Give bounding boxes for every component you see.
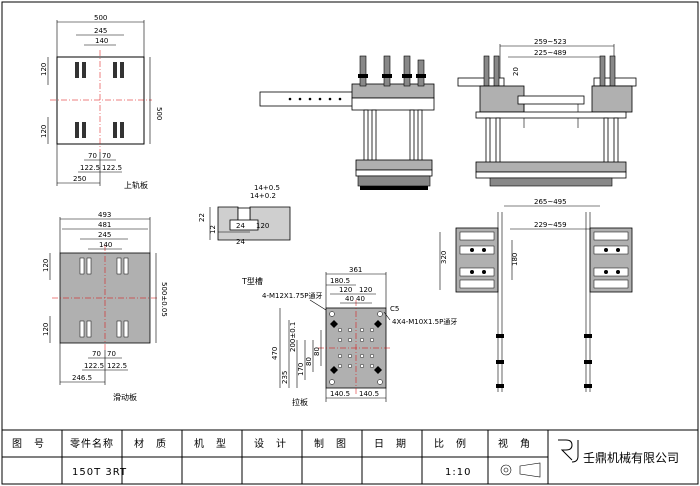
pull-plate-label: 拉板: [292, 397, 308, 407]
dim-side-259: 259~523: [534, 38, 567, 46]
dim-t-12: 12: [209, 225, 217, 234]
dim-slide-1225a: 122.5: [84, 362, 104, 370]
dim-slide-2465: 246.5: [72, 374, 92, 382]
dim-pull-1805: 180.5: [330, 277, 350, 285]
dim-pull-200: 200±0.1: [289, 322, 297, 352]
dim-pull-80a: 80: [305, 357, 313, 366]
dim-slide-70b: 70: [107, 350, 116, 358]
tb-header-material: 材 质: [134, 437, 167, 450]
dim-pull-40a: 40: [345, 295, 354, 303]
top-plate-label: 上轨板: [124, 180, 148, 190]
tb-header-date: 日 期: [374, 438, 407, 450]
dim-pull-470: 470: [271, 347, 279, 360]
dim-pull-1405a: 140.5: [330, 390, 350, 398]
side-assembly-view: [457, 44, 637, 187]
tb-header-drafting: 制 图: [314, 437, 347, 450]
slide-plate-label: 滑动板: [113, 392, 137, 402]
dim-slide-140: 140: [99, 241, 112, 249]
front-assembly-view: [259, 55, 435, 190]
top-plate-view: [47, 20, 152, 186]
dim-pull-1405b: 140.5: [359, 390, 379, 398]
dim-side-225: 225~489: [534, 49, 567, 57]
dim-bottom-265: 265~495: [534, 198, 567, 206]
tb-header-model: 机 型: [194, 437, 227, 450]
dim-slide-1225b: 122.5: [107, 362, 127, 370]
dim-top-500: 500: [94, 14, 107, 22]
dim-top-500-v: 500: [155, 107, 163, 120]
dim-top-70b: 70: [102, 152, 111, 160]
dim-t-24b: 24: [236, 238, 245, 246]
dim-slide-120a: 120: [42, 259, 50, 272]
t-slot-label: T型槽: [241, 276, 263, 286]
dim-t-14p: 14+0.5: [254, 184, 280, 192]
tb-header-drawing-no: 图 号: [12, 438, 45, 450]
dim-top-120a: 120: [40, 63, 48, 76]
dim-pull-235: 235: [281, 371, 289, 384]
title-block: [2, 429, 698, 484]
company-name: 壬鼎机械有限公司: [583, 450, 679, 465]
dim-pull-361: 361: [349, 266, 362, 274]
t-slot-view: [209, 206, 291, 241]
dim-bottom-229: 229~459: [534, 221, 567, 229]
company-logo-icon: [558, 439, 573, 461]
dim-side-20: 20: [512, 67, 520, 76]
dim-top-1225b: 122.5: [102, 164, 122, 172]
note-pull-m10: 4X4-M10X1.5P通牙: [392, 317, 457, 326]
dim-bottom-180: 180: [511, 253, 519, 266]
dim-t-24a: 24: [236, 222, 245, 230]
dim-slide-120b: 120: [42, 323, 50, 336]
dim-bottom-320: 320: [440, 251, 448, 264]
tb-scale-value: 1:10: [445, 467, 471, 478]
tb-header-part-name: 零件名称: [70, 437, 114, 450]
dim-t-22: 22: [198, 213, 206, 222]
dim-top-245: 245: [94, 27, 107, 35]
dim-slide-481: 481: [98, 221, 111, 229]
dim-pull-170: 170: [297, 363, 305, 376]
dim-pull-40b: 40: [356, 295, 365, 303]
dim-t-14: 14+0.2: [250, 192, 276, 200]
bottom-assembly-view: [439, 205, 633, 392]
dim-top-70a: 70: [88, 152, 97, 160]
tb-part-name-value: 150T 3RT: [72, 467, 127, 478]
note-pull-c5: C5: [390, 305, 399, 313]
dim-top-140: 140: [95, 37, 108, 45]
slide-plate-view: [49, 217, 158, 385]
tb-header-design: 设 计: [254, 437, 287, 450]
dim-top-250: 250: [73, 175, 86, 183]
tb-header-view: 视 角: [498, 437, 531, 450]
tb-header-scale: 比 例: [434, 437, 467, 450]
dim-top-120b: 120: [40, 125, 48, 138]
dim-top-1225a: 122.5: [80, 164, 100, 172]
dim-pull-80b: 80: [313, 347, 321, 356]
dim-t-120: 120: [256, 222, 269, 230]
dim-slide-500: 500±0.05: [160, 282, 168, 317]
note-pull-m12: 4-M12X1.75P通牙: [262, 291, 323, 300]
dim-pull-120a: 120: [339, 286, 352, 294]
dim-slide-245: 245: [98, 231, 111, 239]
dim-pull-120b: 120: [359, 286, 372, 294]
pull-plate-view: [279, 272, 392, 402]
dim-slide-493: 493: [98, 211, 111, 219]
dim-slide-70a: 70: [92, 350, 101, 358]
